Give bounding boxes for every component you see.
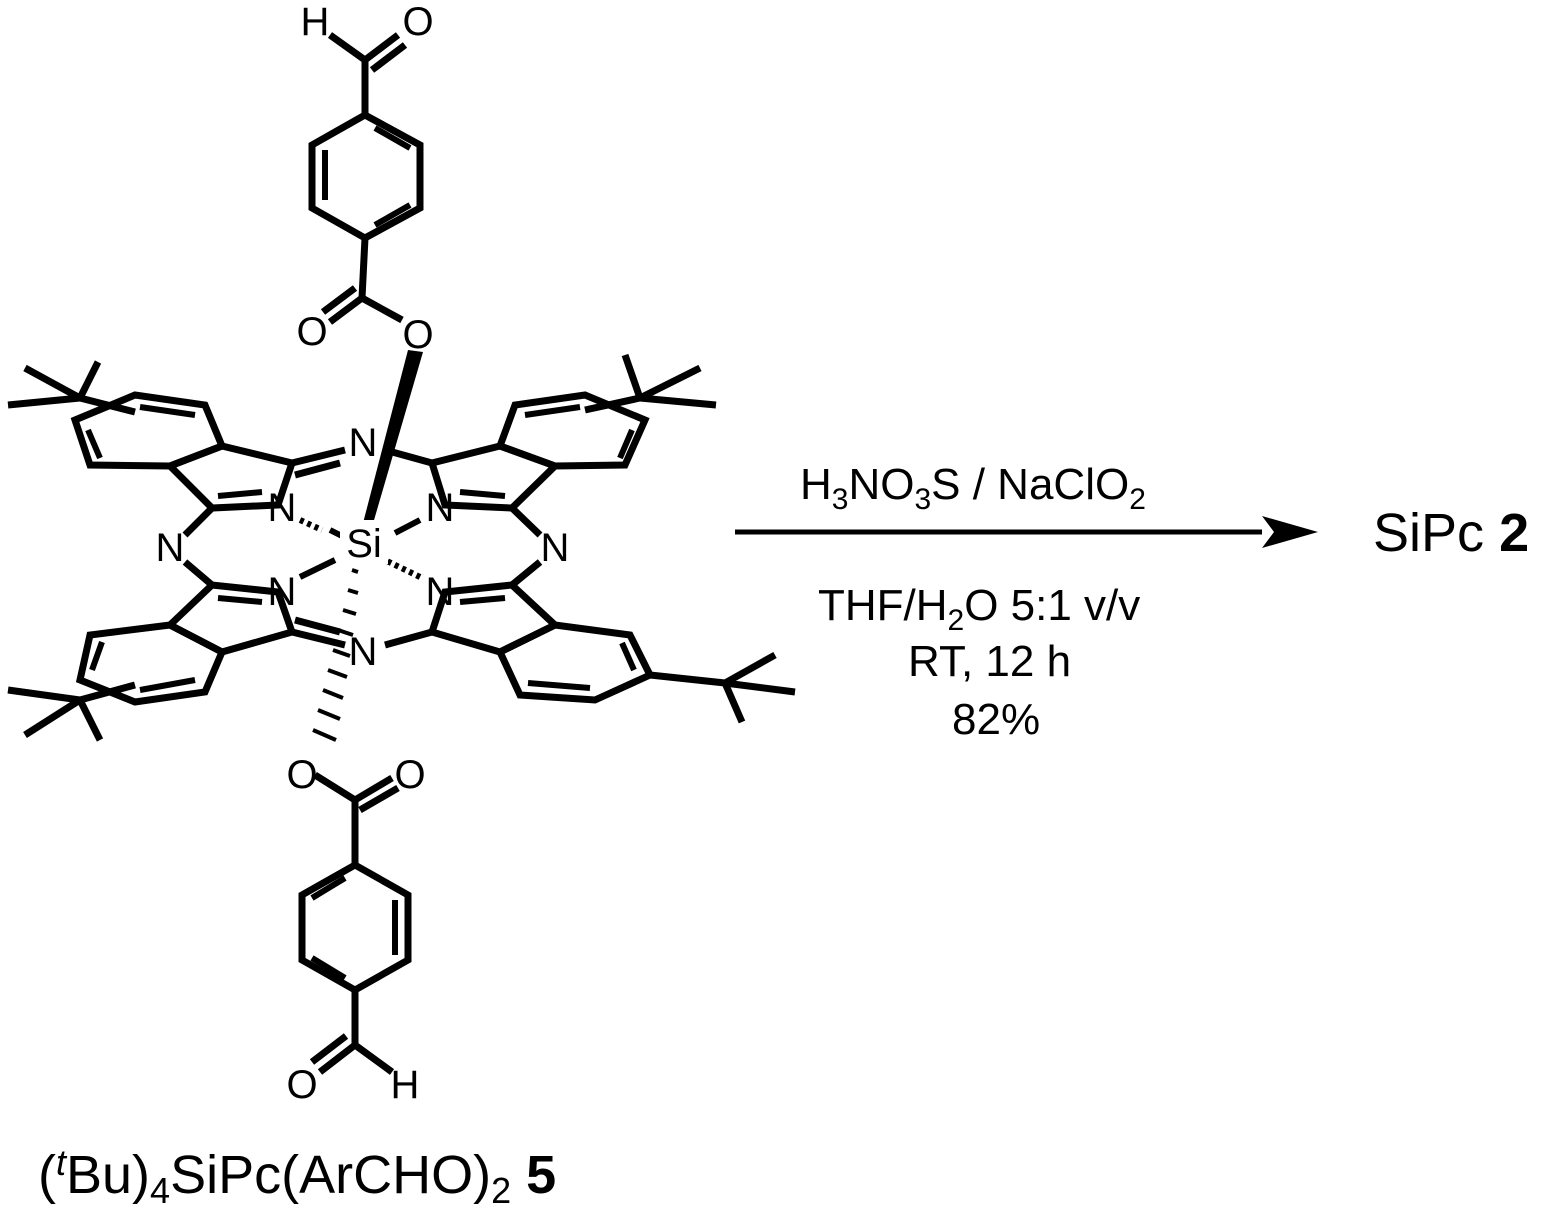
meso-nitrogen-bottom: N — [349, 630, 378, 674]
starting-material-number: 5 — [526, 1145, 557, 1205]
pyrrole-nitrogen-ll: N — [268, 570, 297, 614]
silicon-atom: Si — [346, 522, 382, 566]
product-number: 2 — [1499, 503, 1530, 563]
carbonyl-oxygen-top: O — [296, 310, 327, 354]
reagents-above-arrow: H3NO3S / NaClO2 — [800, 460, 1146, 516]
pyrrole-nitrogen-ul: N — [268, 486, 297, 530]
conditions-solvent: THF/H2O 5:1 v/v — [818, 581, 1141, 637]
carbonyl-oxygen-bottom: O — [394, 753, 425, 797]
conditions-temperature-time: RT, 12 h — [908, 637, 1072, 686]
ester-oxygen-top: O — [402, 313, 433, 357]
product-label: SiPc 2 — [1373, 503, 1530, 563]
phthalocyanine-core — [163, 350, 562, 742]
ester-oxygen-bottom: O — [286, 753, 317, 797]
reaction-arrow — [735, 516, 1318, 548]
aldehyde-hydrogen-bottom: H — [391, 1063, 420, 1107]
meso-nitrogen-top: N — [349, 421, 378, 465]
aldehyde-oxygen-top: O — [402, 0, 433, 44]
starting-material-label: (tBu)4SiPc(ArCHO)2 5 — [38, 1142, 557, 1211]
upper-aryl-aldehyde — [308, 32, 424, 325]
pyrrole-nitrogen-ur: N — [426, 486, 455, 530]
aldehyde-oxygen-bottom: O — [286, 1063, 317, 1107]
conditions-yield: 82% — [952, 695, 1041, 744]
lower-aryl-aldehyde — [298, 772, 412, 1075]
pyrrole-nitrogen-lr: N — [426, 570, 455, 614]
meso-nitrogen-left: N — [156, 526, 185, 570]
aldehyde-hydrogen-top: H — [301, 0, 330, 44]
meso-nitrogen-right: N — [541, 526, 570, 570]
atom-labels: Si N N N N N N N N O O O H O O O H — [156, 0, 570, 1107]
tert-butyl-groups — [7, 353, 796, 742]
